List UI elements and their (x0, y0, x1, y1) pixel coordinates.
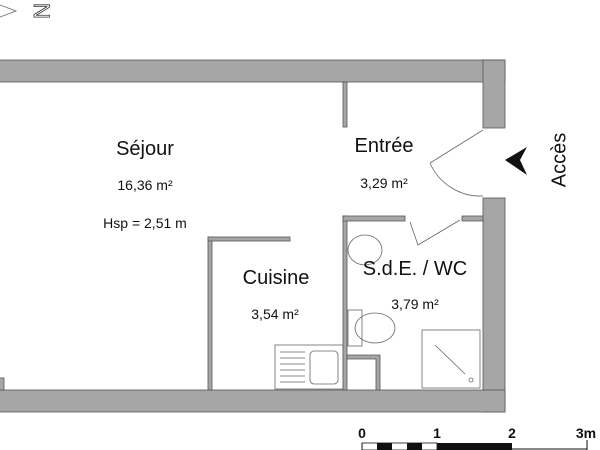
north-label: N (29, 3, 54, 19)
kitchen-sink-icon (274, 344, 344, 390)
room-area-cuisine: 3,54 m² (251, 306, 299, 322)
scale-tick-label: 2 (508, 425, 516, 441)
walls (0, 59, 506, 413)
room-name-sejour: Séjour (116, 138, 174, 160)
scale-bar: 0 1 2 3m (358, 425, 596, 450)
scale-tick-label: 1 (433, 425, 441, 441)
bathroom-door (409, 219, 461, 246)
room-area-entree: 3,29 m² (360, 175, 408, 191)
room-area-sde-wc: 3,79 m² (391, 296, 439, 312)
toilet-icon (347, 309, 396, 347)
north-compass-icon: N (0, 3, 55, 19)
room-name-cuisine: Cuisine (243, 267, 310, 289)
access-label: Accès (548, 133, 570, 187)
room-area-sejour: 16,36 m² (117, 177, 173, 193)
entry-door (429, 129, 484, 197)
room-name-sde-wc: S.d.E. / WC (363, 258, 467, 280)
scale-tick-label: 3m (576, 425, 596, 441)
scale-tick-label: 0 (358, 425, 366, 441)
room-name-entree: Entrée (355, 135, 414, 157)
washbasin-icon (347, 234, 383, 266)
ceiling-height: Hsp = 2,51 m (103, 215, 187, 231)
access-arrow-icon (505, 147, 527, 175)
shower-tray-icon (421, 329, 481, 389)
